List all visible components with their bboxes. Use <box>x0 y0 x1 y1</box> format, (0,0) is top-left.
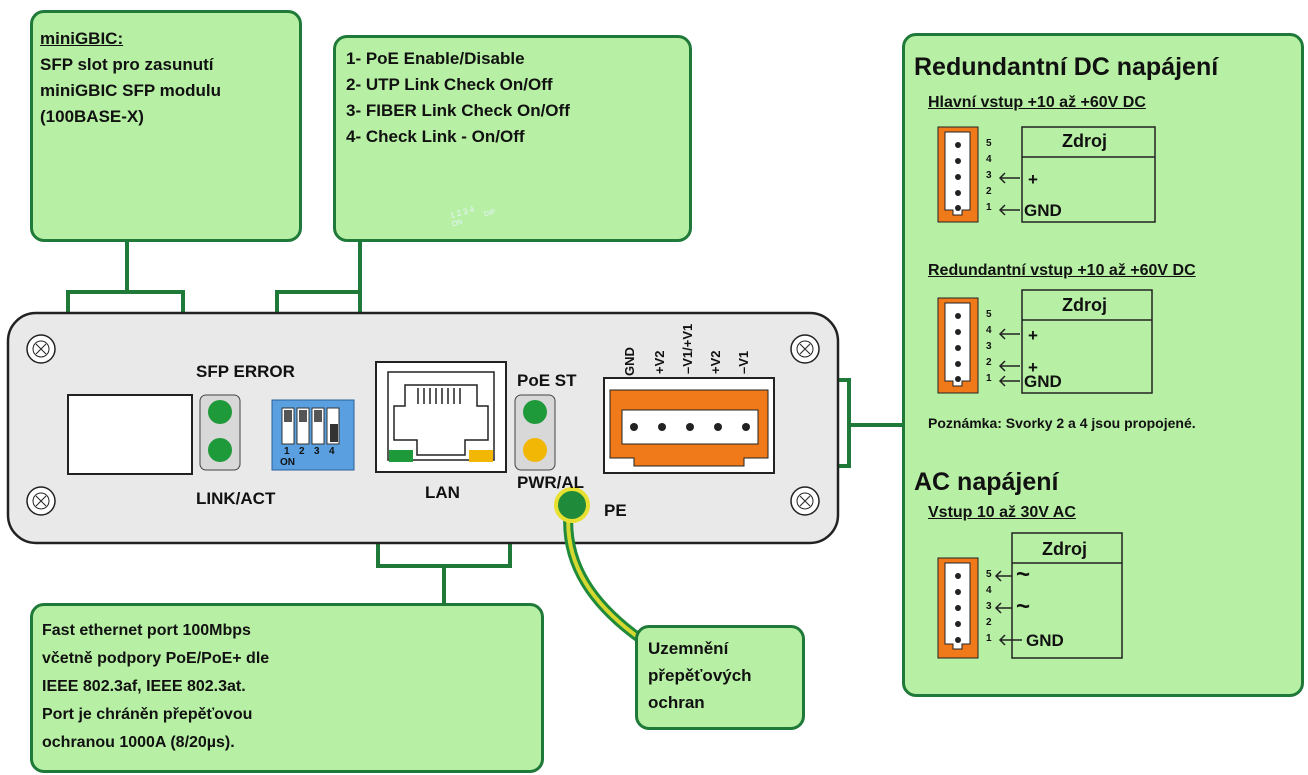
device-dip-number: 1 <box>284 446 290 457</box>
sfp-callout <box>30 10 302 242</box>
pwr-al-led <box>523 438 547 462</box>
ac-input-connector <box>937 532 1123 659</box>
screw-icon <box>790 334 820 364</box>
sfp-callout-line: miniGBIC SFP modulu <box>40 81 222 100</box>
poe-st-label: PoE ST <box>517 371 577 390</box>
terminal-label: –V1 <box>736 350 751 374</box>
ground-callout-line: Uzemnění <box>648 639 729 658</box>
redundant-input-label: Redundantní vstup +10 až +60V DC <box>928 262 1196 279</box>
main-input-label: Hlavní vstup +10 až +60V DC <box>928 94 1146 111</box>
terminal-label: +V2 <box>708 350 723 375</box>
ethernet-callout <box>30 603 544 773</box>
main-pin-number: 5 <box>986 138 992 149</box>
power-title: Redundantní DC napájení <box>914 53 1219 81</box>
redundant-input-source: Zdroj <box>1062 295 1107 315</box>
ethernet-callout-line: ochranou 1000A (8/20µs). <box>42 734 235 751</box>
main-pin-number: 1 <box>986 202 992 213</box>
redundant-pin-number: 2 <box>986 357 992 368</box>
redundant-pin-number: 1 <box>986 373 992 384</box>
dip-callout-line: 2- UTP Link Check On/Off <box>346 75 553 94</box>
device-dip-number: 2 <box>299 446 305 457</box>
dip-callout-line: 3- FIBER Link Check On/Off <box>346 101 570 120</box>
ethernet-callout-line: Port je chráněn přepěťovou <box>42 706 253 723</box>
sfp-connector-line <box>66 240 185 314</box>
ac-pin-number: 2 <box>986 617 992 628</box>
terminal-label: –V1/+V1 <box>680 323 695 374</box>
redundant-pin-number: 3 <box>986 341 992 352</box>
ac-pin-number: 1 <box>986 633 992 644</box>
dip-callout-line: 4- Check Link - On/Off <box>346 127 525 146</box>
sfp-callout-line: (100BASE-X) <box>40 107 144 126</box>
ground-callout <box>635 625 805 730</box>
main-input-connector <box>937 126 1156 223</box>
redundant-input-connector <box>937 289 1153 394</box>
screw-icon <box>26 334 56 364</box>
main-pin-number: 4 <box>986 154 992 165</box>
sfp-error-led <box>208 400 232 424</box>
main-pin-number: 3 <box>986 170 992 181</box>
ethernet-connector-line <box>376 544 512 605</box>
terminal-label: +V2 <box>652 350 667 375</box>
ac-input-source: Zdroj <box>1042 539 1087 559</box>
ac-gnd-label: GND <box>1026 631 1064 650</box>
device-dip-number: 3 <box>314 446 320 457</box>
sfp-callout-title: miniGBIC: <box>40 29 124 48</box>
ground-callout-line: přepěťových <box>648 666 752 685</box>
pwr-al-label: PWR/AL <box>517 473 585 492</box>
ac-tilde-label: ~ <box>1016 561 1031 588</box>
redundant-plus2-label: + <box>1028 358 1038 377</box>
ac-pin-number: 4 <box>986 585 992 596</box>
link-act-led <box>208 438 232 462</box>
main-gnd-label: GND <box>1024 201 1062 220</box>
power-note: Poznámka: Svorky 2 a 4 jsou propojené. <box>928 415 1196 431</box>
sfp-error-label: SFP ERROR <box>196 362 295 381</box>
main-plus-label: + <box>1028 170 1038 189</box>
ethernet-callout-line: IEEE 802.3af, IEEE 802.3at. <box>42 678 246 695</box>
lan-yellow-led <box>469 450 493 462</box>
ac-pin-number: 3 <box>986 601 992 612</box>
ethernet-callout-line: Fast ethernet port 100Mbps <box>42 622 251 639</box>
device-dip-number: 4 <box>329 446 335 457</box>
lan-label: LAN <box>425 483 460 502</box>
ac-input-label: Vstup 10 až 30V AC <box>928 504 1076 521</box>
dip-callout-line: 1- PoE Enable/Disable <box>346 49 525 68</box>
device-dip-on: ON <box>280 457 295 468</box>
poe-st-led <box>523 400 547 424</box>
ac-tilde-label: ~ <box>1016 593 1031 620</box>
sfp-callout-line: SFP slot pro zasunutí <box>40 55 214 74</box>
terminal-label: GND <box>622 347 637 376</box>
redundant-pin-number: 4 <box>986 325 992 336</box>
dip-connector-line <box>275 240 362 314</box>
lan-green-led <box>389 450 413 462</box>
ethernet-callout-line: včetně podpory PoE/PoE+ dle <box>42 650 270 667</box>
ground-callout-line: ochran <box>648 693 705 712</box>
main-input-source: Zdroj <box>1062 131 1107 151</box>
ac-pin-number: 5 <box>986 569 992 580</box>
screw-icon <box>790 486 820 516</box>
redundant-gnd-label: GND <box>1024 372 1062 391</box>
pe-terminal <box>554 487 590 523</box>
ac-title: AC napájení <box>914 468 1059 496</box>
dip-callout <box>333 35 692 242</box>
link-act-label: LINK/ACT <box>196 489 276 508</box>
sfp-slot <box>67 394 193 475</box>
main-pin-number: 2 <box>986 186 992 197</box>
pe-label: PE <box>604 501 627 520</box>
redundant-plus4-label: + <box>1028 326 1038 345</box>
redundant-pin-number: 5 <box>986 309 992 320</box>
screw-icon <box>26 486 56 516</box>
